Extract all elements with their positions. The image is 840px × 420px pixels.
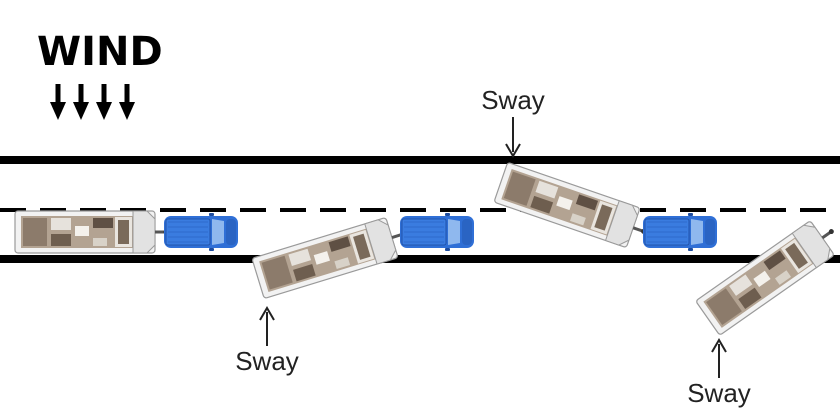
tow-vehicle-topview	[163, 212, 239, 252]
wind-label: WIND	[37, 29, 163, 75]
trailer-topview	[492, 160, 655, 254]
wind-arrows	[50, 84, 135, 120]
arrow-down-icon	[119, 84, 135, 120]
road-bottom-edge	[0, 255, 840, 263]
road-top-edge	[0, 156, 840, 164]
sway-annotation-3: Sway	[687, 338, 751, 408]
sway-label: Sway	[687, 378, 751, 408]
tow-vehicle-topview	[399, 212, 475, 252]
road	[0, 156, 840, 263]
arrow-down-icon	[96, 84, 112, 120]
trailer-topview	[250, 212, 413, 301]
trailer-topview	[694, 211, 840, 337]
rig-1	[13, 209, 239, 255]
sway-annotation-2: Sway	[481, 85, 545, 158]
rig-4	[694, 211, 840, 337]
trailer-topview	[13, 209, 170, 255]
sway-annotation-1: Sway	[235, 306, 299, 376]
rig-3	[492, 160, 718, 254]
sway-label: Sway	[481, 85, 545, 115]
arrow-down-icon	[73, 84, 89, 120]
arrow-down-icon	[50, 84, 66, 120]
sway-label: Sway	[235, 346, 299, 376]
tow-vehicle-topview	[642, 212, 718, 252]
